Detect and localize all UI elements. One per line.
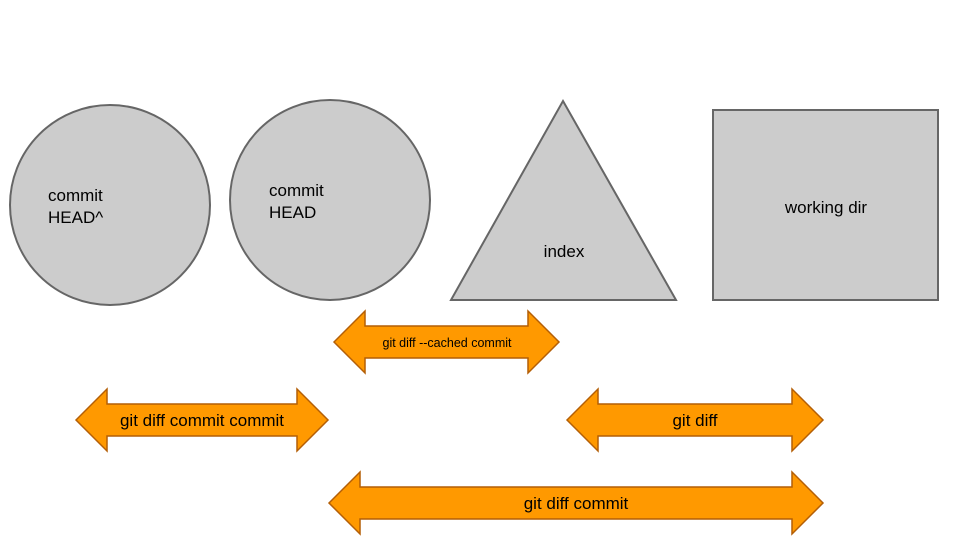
commit-head-circle bbox=[229, 99, 431, 301]
arrow-git-diff-commit-shape bbox=[327, 470, 825, 536]
arrow-git-diff-commit: git diff commit bbox=[327, 470, 825, 536]
commit-head-parent-circle bbox=[9, 104, 211, 306]
working-dir-rect bbox=[712, 109, 939, 301]
arrow-git-diff-commit-commit: git diff commit commit bbox=[74, 387, 330, 453]
index-node: index bbox=[449, 98, 678, 301]
arrow-git-diff-commit-label: git diff commit bbox=[524, 494, 629, 513]
commit-head-label-line1: commit bbox=[269, 181, 324, 200]
arrow-git-diff-cached-label: git diff --cached commit bbox=[383, 336, 513, 350]
working-dir-label: working dir bbox=[784, 198, 868, 217]
commit-head-label-line2: HEAD bbox=[269, 203, 316, 222]
index-label: index bbox=[544, 242, 585, 261]
arrow-git-diff-commit-commit-shape bbox=[74, 387, 330, 453]
arrow-git-diff-cached-shape bbox=[332, 309, 561, 375]
arrow-git-diff-commit-commit-label: git diff commit commit bbox=[120, 411, 284, 430]
commit-head-parent-node: commit HEAD^ bbox=[9, 104, 211, 306]
working-dir-node: working dir bbox=[712, 109, 939, 301]
arrow-git-diff-label: git diff bbox=[672, 411, 717, 430]
commit-head-parent-label-line1: commit bbox=[48, 186, 103, 205]
arrow-git-diff: git diff bbox=[565, 387, 825, 453]
commit-head-node: commit HEAD bbox=[229, 99, 431, 301]
commit-head-parent-label-line2: HEAD^ bbox=[48, 208, 103, 227]
arrow-git-diff-shape bbox=[565, 387, 825, 453]
index-triangle bbox=[449, 98, 678, 301]
arrow-git-diff-cached: git diff --cached commit bbox=[332, 309, 561, 375]
